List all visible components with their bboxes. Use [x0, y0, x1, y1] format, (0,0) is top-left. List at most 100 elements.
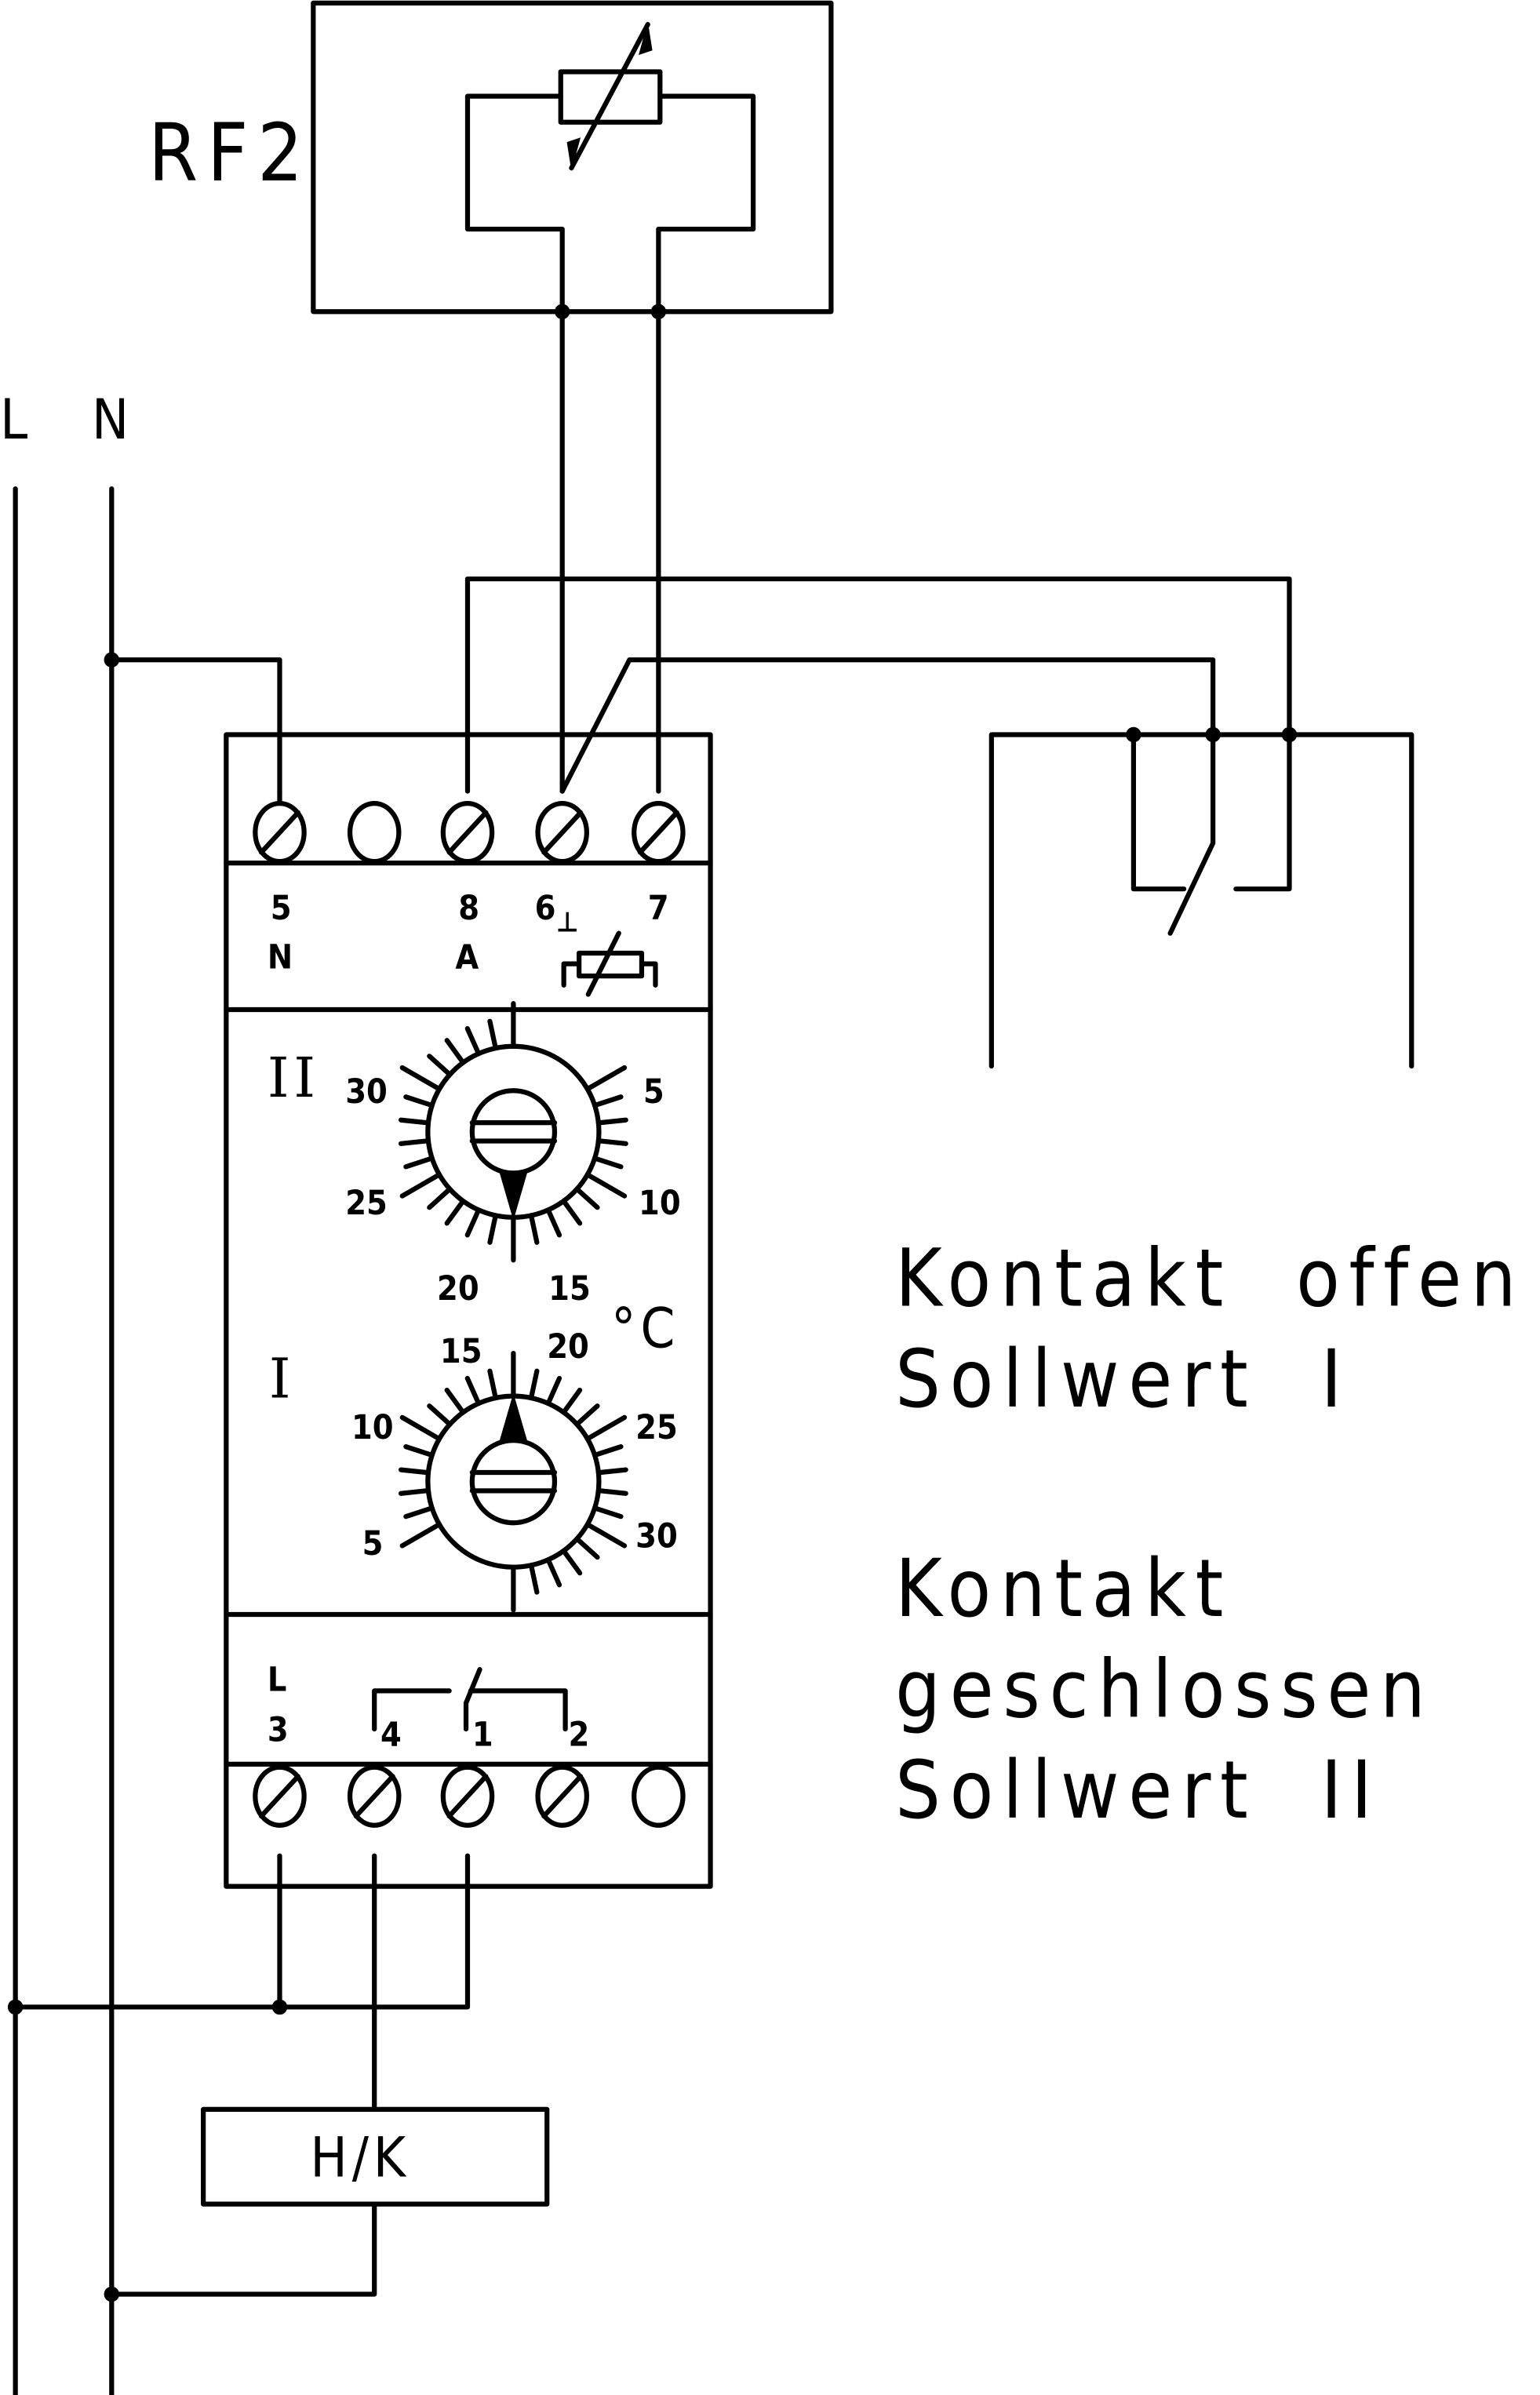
- wire-6: [559, 657, 1216, 794]
- knob-slot: [469, 1088, 558, 1176]
- bus-label-n: N: [92, 388, 133, 452]
- bottom-terminal-row: [253, 1764, 686, 1828]
- dial-tick: [528, 1213, 540, 1245]
- terminal-screw: [440, 801, 495, 864]
- pointer-icon: [499, 1392, 527, 1441]
- knob-slot: [469, 1437, 558, 1526]
- dial-tick: [528, 1563, 540, 1595]
- note-line-3: Kontakt: [895, 1542, 1232, 1635]
- wire-8: [464, 576, 1292, 794]
- explanation-notes: Kontakt offen Sollwert I Kontakt geschlo…: [895, 1232, 1525, 1836]
- terminal-8-number: 8: [458, 889, 479, 928]
- dial-tick: [444, 1198, 466, 1226]
- dial-tick: [592, 1444, 624, 1458]
- dial-tick: [561, 1548, 583, 1576]
- variable-arrow-icon: [569, 22, 650, 171]
- dial-tick: [398, 1138, 431, 1146]
- wire-5-n: [109, 657, 282, 794]
- dial-ii-label: II: [268, 1046, 320, 1110]
- dial-tick: [592, 1156, 624, 1170]
- terminal-screw-empty: [632, 1764, 686, 1828]
- dial-tick: [399, 1172, 442, 1199]
- svg-text:25: 25: [635, 1408, 678, 1447]
- terminal-screw: [440, 1764, 495, 1828]
- dial-tick: [403, 1505, 435, 1520]
- dial-setpoint-i: [398, 1350, 628, 1613]
- svg-text:10: 10: [351, 1408, 394, 1447]
- dial-tick: [561, 1198, 583, 1226]
- dial-tick: [595, 1138, 628, 1146]
- terminal-4-number: 4: [380, 1715, 402, 1754]
- svg-text:20: 20: [437, 1269, 479, 1309]
- dial-tick: [403, 1094, 435, 1108]
- dial-tick: [584, 1414, 628, 1442]
- dial-tick: [574, 1536, 600, 1560]
- svg-text:15: 15: [440, 1332, 482, 1371]
- dial-tick: [487, 1368, 498, 1401]
- svg-text:5: 5: [362, 1524, 384, 1563]
- dial-tick: [561, 1387, 583, 1415]
- terminal-1-number: 1: [472, 1715, 493, 1754]
- dial-tick: [398, 1117, 431, 1126]
- ntc-symbol-icon: [561, 930, 658, 997]
- dial-tick: [464, 1375, 482, 1407]
- terminal-screw: [253, 1764, 307, 1828]
- dial-tick: [399, 1414, 442, 1442]
- sensor-rf2: RF2: [148, 0, 834, 315]
- sensor-enclosure: [311, 0, 834, 315]
- dial-tick: [399, 1522, 442, 1549]
- dial-tick: [464, 1026, 482, 1057]
- dial-tick: [403, 1156, 435, 1170]
- terminal-screw-empty: [347, 801, 402, 864]
- svg-text:30: 30: [345, 1072, 388, 1112]
- ntc-resistor-icon: [558, 69, 663, 125]
- terminal-screw: [535, 1764, 589, 1828]
- dial-tick: [487, 1018, 498, 1051]
- dial-tick: [545, 1557, 562, 1588]
- terminal-screw: [535, 801, 589, 864]
- dial-tick: [399, 1065, 442, 1092]
- unit-label: °C: [611, 1296, 679, 1360]
- terminal-screw: [347, 1764, 402, 1828]
- terminal-8-function: A: [455, 937, 479, 977]
- note-line-1: Kontakt offen: [895, 1232, 1525, 1325]
- svg-text:25: 25: [345, 1184, 388, 1223]
- dial-tick: [595, 1117, 628, 1126]
- svg-text:20: 20: [547, 1327, 589, 1367]
- terminal-screw: [632, 801, 686, 864]
- dial-tick: [574, 1403, 600, 1427]
- terminal-3-number: 3: [268, 1711, 289, 1750]
- dial-tick: [592, 1094, 624, 1108]
- dial-tick: [584, 1172, 628, 1199]
- terminal-6-ground: ⊥: [556, 907, 579, 939]
- dial-tick: [545, 1207, 562, 1238]
- dial-tick: [427, 1186, 453, 1210]
- dial-tick: [427, 1054, 453, 1077]
- relay-contact-icon: [372, 1667, 568, 1732]
- dial-tick: [584, 1522, 628, 1549]
- terminal-5-number: 5: [271, 889, 292, 928]
- terminal-screw: [253, 801, 307, 864]
- dial-tick: [595, 1487, 628, 1496]
- dial-tick: [464, 1207, 482, 1238]
- svg-text:15: 15: [548, 1269, 591, 1309]
- dial-tick: [427, 1403, 453, 1427]
- dial-tick: [584, 1065, 628, 1092]
- dial-tick: [545, 1375, 562, 1407]
- dial-tick: [398, 1487, 431, 1496]
- dial-tick: [528, 1368, 540, 1401]
- dial-tick: [592, 1505, 624, 1520]
- terminal-2-number: 2: [568, 1715, 589, 1754]
- dial-tick: [444, 1387, 466, 1415]
- load-label: H/K: [310, 2126, 410, 2190]
- terminal-3-function: L: [268, 1660, 287, 1699]
- dial-tick: [403, 1444, 435, 1458]
- external-switch: [988, 726, 1414, 1069]
- wire-l: [13, 1853, 471, 2010]
- terminal-5-function: N: [268, 937, 293, 977]
- bus-label-l: L: [0, 388, 32, 452]
- note-line-2: Sollwert I: [895, 1333, 1351, 1425]
- svg-text:10: 10: [639, 1184, 681, 1223]
- dial-setpoint-ii: [398, 1001, 628, 1263]
